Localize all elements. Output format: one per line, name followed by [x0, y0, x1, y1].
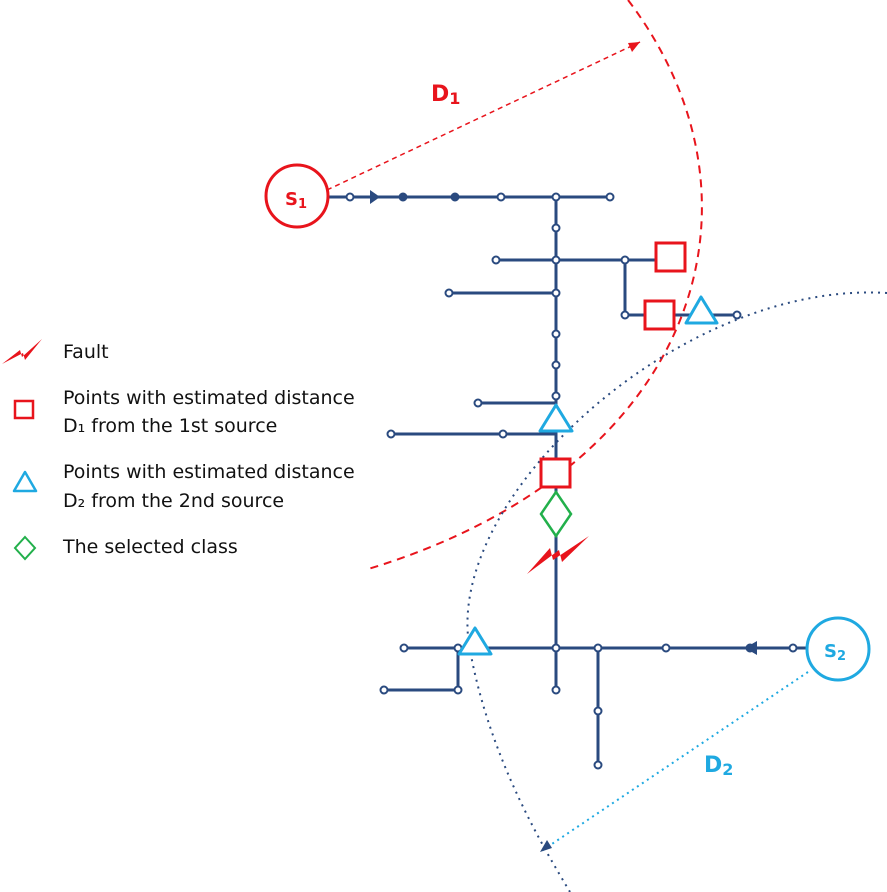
node — [444, 288, 454, 298]
node — [450, 192, 460, 202]
node — [551, 329, 561, 339]
node — [496, 192, 506, 202]
node — [605, 192, 615, 202]
node — [551, 223, 561, 233]
d1-radius-line — [326, 41, 641, 191]
d1-candidate-square — [654, 241, 687, 273]
node — [551, 391, 561, 401]
source-2-circle — [805, 616, 871, 682]
d2-candidate-triangle — [457, 626, 493, 656]
legend-square-icon — [13, 399, 35, 420]
node — [379, 685, 389, 695]
s1-feed-arrow — [370, 190, 380, 204]
node — [788, 643, 798, 653]
network-nodes — [345, 192, 798, 770]
node — [498, 429, 508, 439]
node — [551, 192, 561, 202]
fault-icon — [527, 536, 589, 574]
node — [732, 310, 742, 320]
node — [551, 360, 561, 370]
node — [473, 398, 483, 408]
node — [345, 192, 355, 202]
legend-fault-icon — [2, 339, 42, 364]
node — [745, 643, 755, 653]
branch-left-bottom — [382, 646, 460, 692]
d2-candidate-triangle — [538, 403, 574, 433]
node — [620, 255, 630, 265]
node — [551, 685, 561, 695]
d2-arc — [466, 291, 887, 892]
d2-candidate-triangle — [684, 295, 719, 325]
legend-diamond-icon — [13, 535, 37, 561]
legend-triangle-icon — [12, 470, 38, 493]
node — [551, 643, 561, 653]
node — [661, 643, 671, 653]
node — [398, 192, 408, 202]
node — [593, 760, 603, 770]
node — [593, 706, 603, 716]
d2-label: D2 — [704, 753, 733, 779]
selected-class-diamond — [539, 489, 573, 539]
node — [453, 685, 463, 695]
node — [399, 643, 409, 653]
source-1-label: S1 — [285, 189, 307, 212]
d1-radius-arrowhead — [628, 42, 640, 52]
node — [491, 255, 501, 265]
node — [551, 288, 561, 298]
node — [620, 310, 630, 320]
source-2-label: S2 — [824, 641, 846, 664]
node — [386, 429, 396, 439]
node — [593, 643, 603, 653]
d1-label: D1 — [431, 82, 460, 108]
d1-arc — [364, 0, 703, 571]
node — [551, 255, 561, 265]
d2-radius-line — [539, 671, 809, 853]
d1-candidate-square — [643, 299, 676, 331]
d1-candidate-square — [539, 457, 572, 489]
d2-radius-arrowhead — [540, 840, 552, 852]
source-1-circle — [264, 163, 330, 229]
